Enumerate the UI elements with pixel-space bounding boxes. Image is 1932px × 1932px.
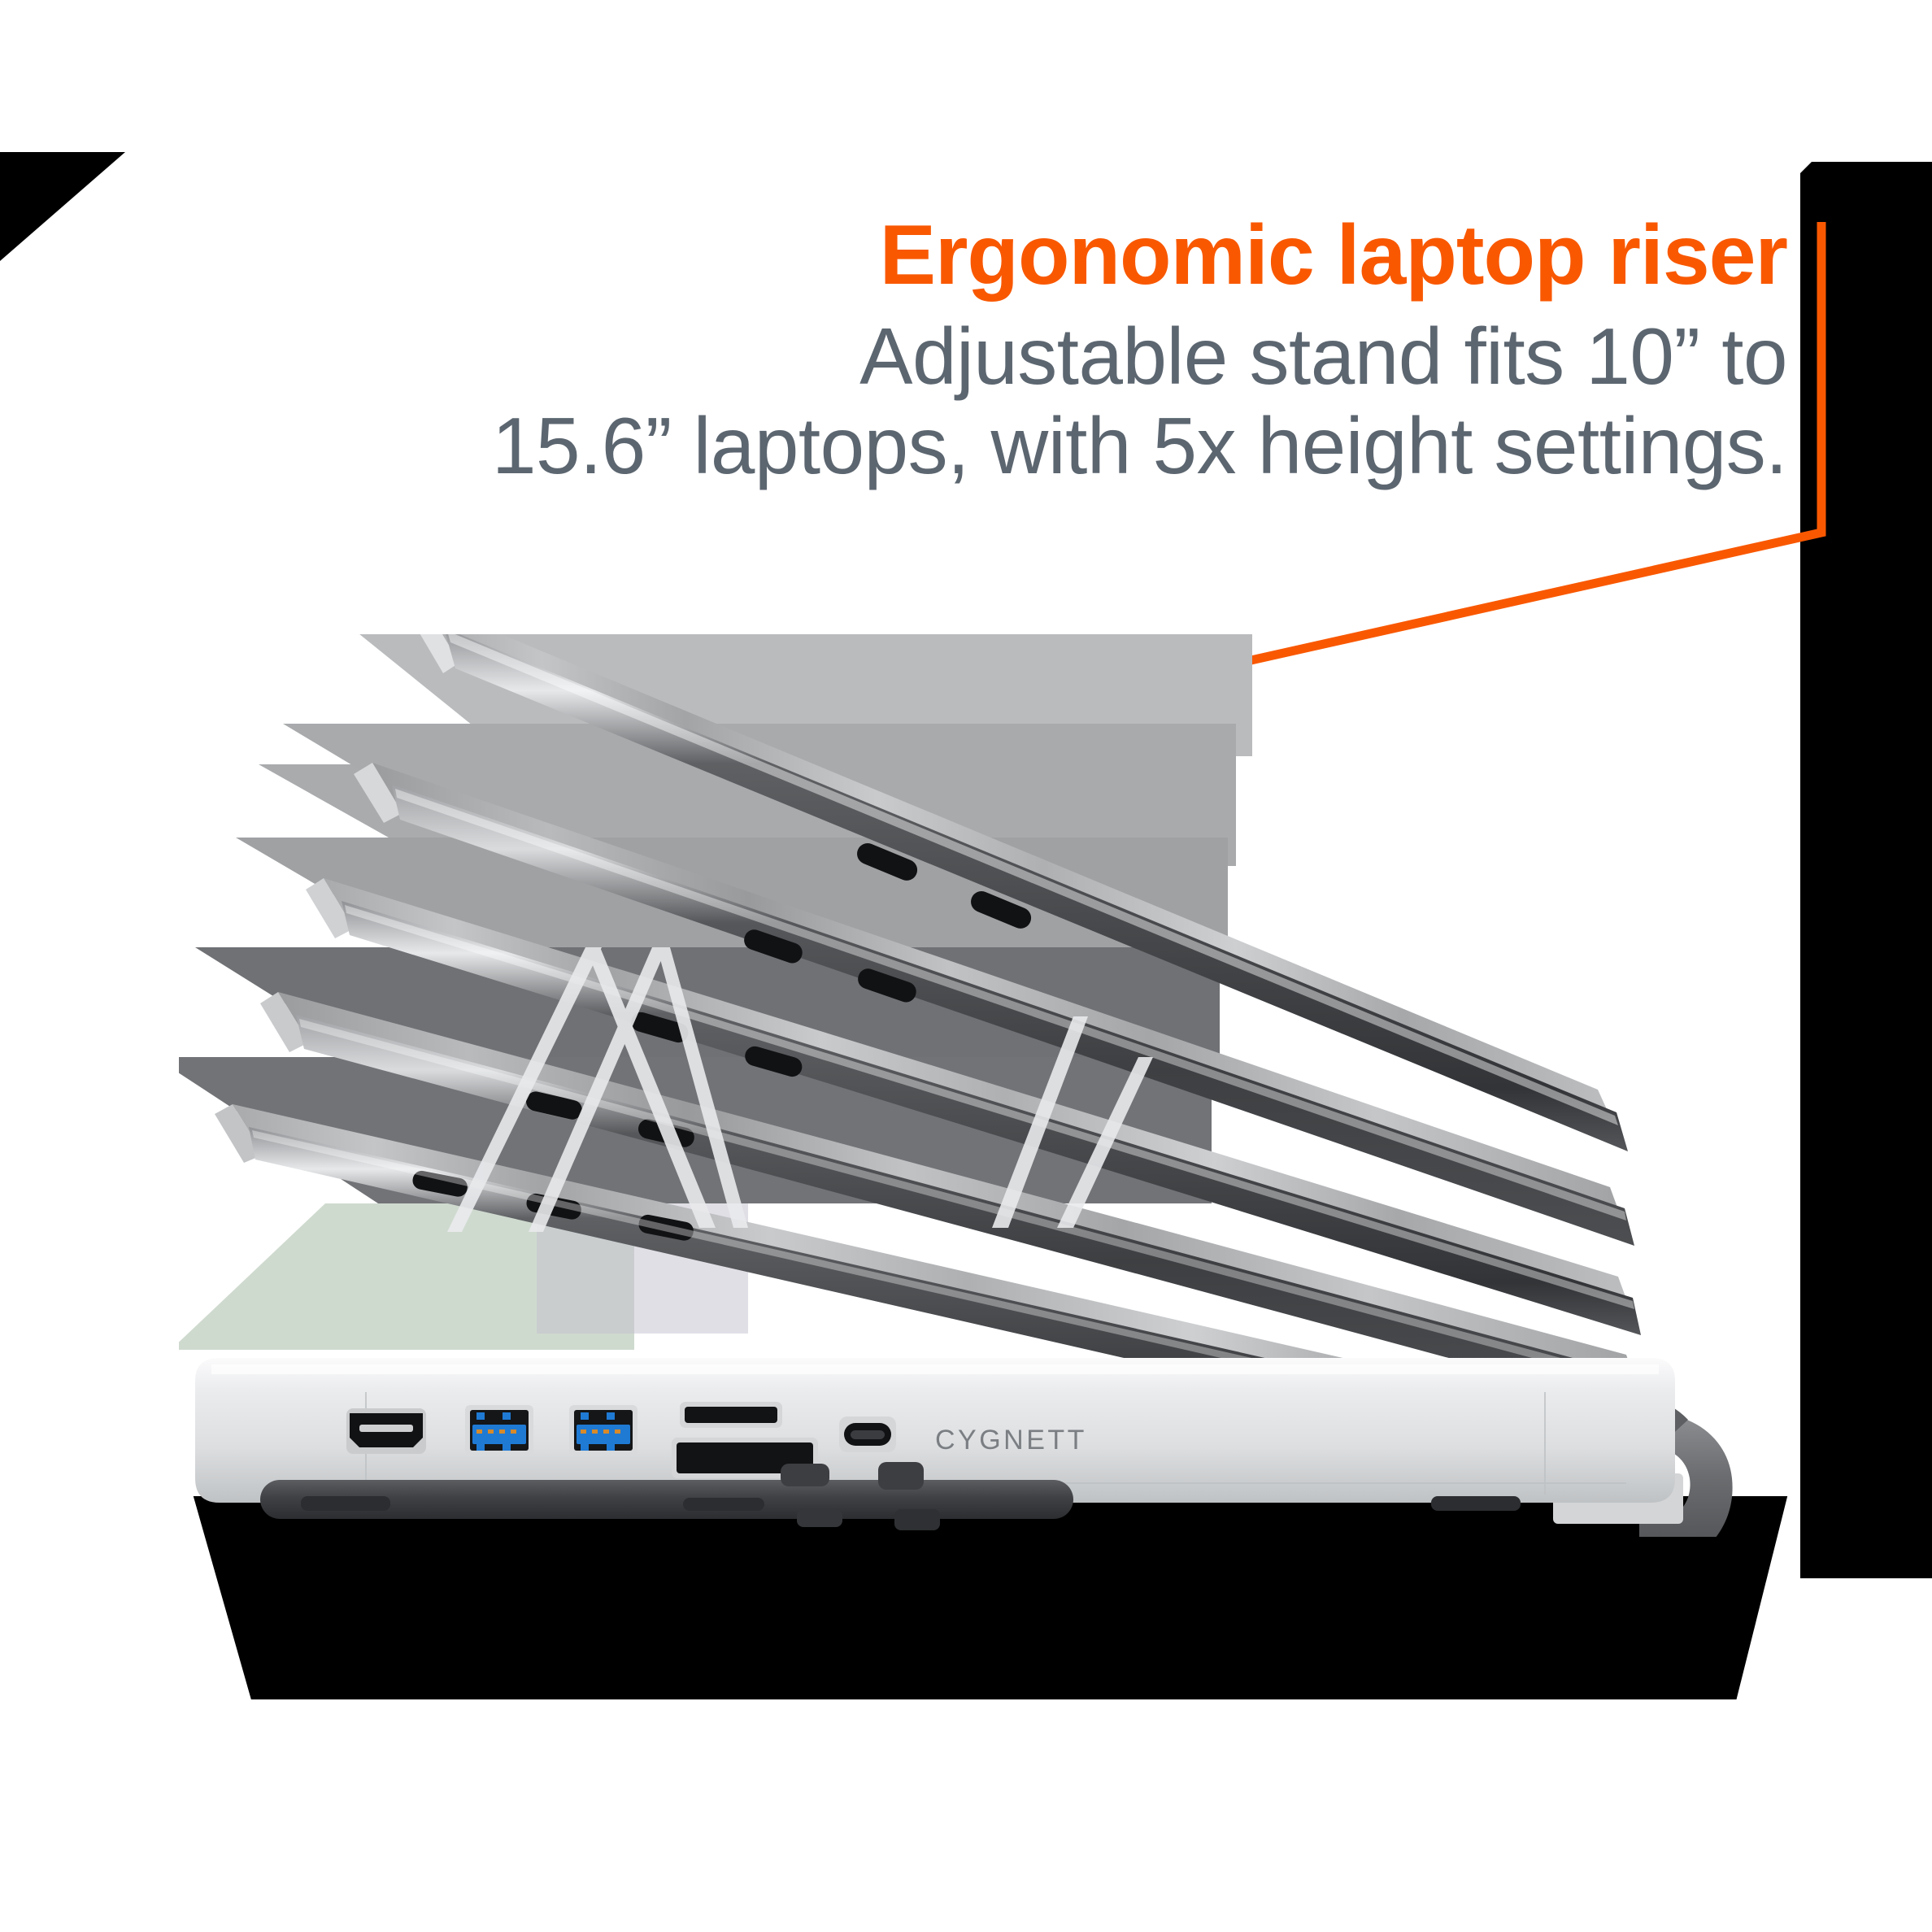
base-hub: CYGNETT bbox=[195, 1358, 1675, 1530]
product-image: CYGNETT bbox=[179, 634, 1789, 1537]
hdmi-port bbox=[346, 1408, 426, 1454]
page-title: Ergonomic laptop riser bbox=[879, 208, 1788, 302]
tier5-vent-slots bbox=[857, 842, 1032, 929]
riser-tier-5 bbox=[420, 634, 1628, 1151]
backdrop-sage-patch bbox=[179, 1203, 634, 1350]
subtitle-line-1: Adjustable stand fits 10” to bbox=[859, 311, 1787, 401]
riser-tier-4 bbox=[354, 763, 1634, 1246]
frame-bar-right bbox=[1800, 162, 1932, 1578]
support-struts bbox=[447, 947, 1153, 1232]
riser-tier-3 bbox=[306, 878, 1641, 1335]
cable-rail bbox=[260, 1462, 1073, 1530]
usb-a-port-2 bbox=[569, 1405, 637, 1456]
tier3-vent-slots bbox=[631, 1012, 803, 1077]
riser-tier-2 bbox=[260, 992, 1647, 1412]
brand-logo: CYGNETT bbox=[935, 1425, 1087, 1456]
sd-card-slot bbox=[672, 1438, 818, 1478]
usb-a-port-1 bbox=[465, 1405, 533, 1456]
base-feet bbox=[301, 1496, 1521, 1511]
usb-c-port bbox=[839, 1416, 896, 1452]
subtitle-line-2: 15.6” laptops, with 5x height settings. bbox=[491, 400, 1788, 490]
product-svg: CYGNETT bbox=[179, 634, 1733, 1537]
product-drop-shadow bbox=[193, 1496, 1788, 1699]
corner-triangle-decoration-left bbox=[0, 152, 125, 261]
callout-text-block: Ergonomic laptop riser Adjustable stand … bbox=[244, 208, 1788, 491]
tier4-vent-slots bbox=[744, 929, 916, 1003]
microsd-slot bbox=[680, 1402, 782, 1428]
